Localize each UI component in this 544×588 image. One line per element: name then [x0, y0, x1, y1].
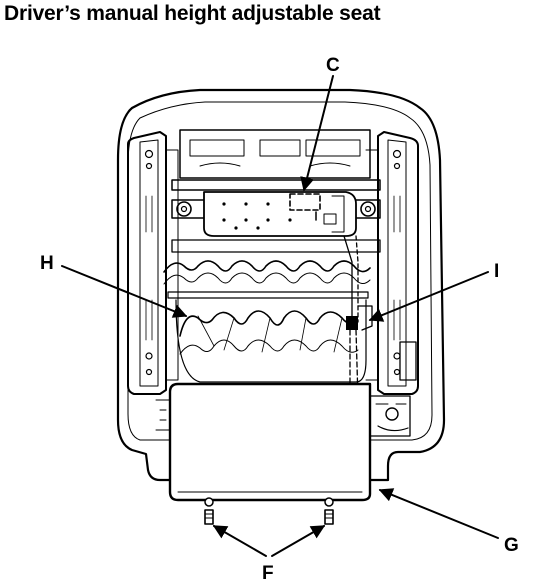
upper-spring-row-lower-edge	[163, 272, 371, 285]
upper-spring-row	[163, 260, 371, 273]
lower-cross-member	[171, 239, 381, 253]
leader-line-f-right	[271, 525, 326, 557]
spring-rod	[167, 291, 369, 299]
rear-frame	[171, 129, 381, 191]
clip-f-right	[324, 497, 334, 525]
lower-spring-row-bottom	[179, 339, 359, 355]
seat-cushion-outline	[116, 88, 446, 482]
seat-cushion-inner-outline	[127, 101, 433, 441]
left-seat-rail	[127, 131, 179, 395]
callout-f: F	[262, 563, 274, 584]
diagram-title: Driver’s manual height adjustable seat	[4, 2, 381, 25]
right-seat-rail	[365, 131, 419, 395]
leader-line-f-left	[212, 525, 267, 557]
leader-line-c	[300, 75, 334, 192]
callout-g: G	[504, 535, 519, 556]
front-cover-panel-g	[168, 382, 372, 502]
seat-pan-edge	[175, 299, 367, 383]
leader-line-i	[368, 271, 489, 322]
control-module	[203, 191, 357, 237]
clip-f-left	[204, 497, 214, 525]
callout-c: C	[326, 55, 340, 76]
spring-wire	[197, 315, 343, 353]
callout-i: I	[494, 261, 500, 282]
callout-h: H	[40, 253, 54, 274]
leader-line-g	[378, 488, 499, 539]
leader-line-h	[61, 265, 188, 318]
